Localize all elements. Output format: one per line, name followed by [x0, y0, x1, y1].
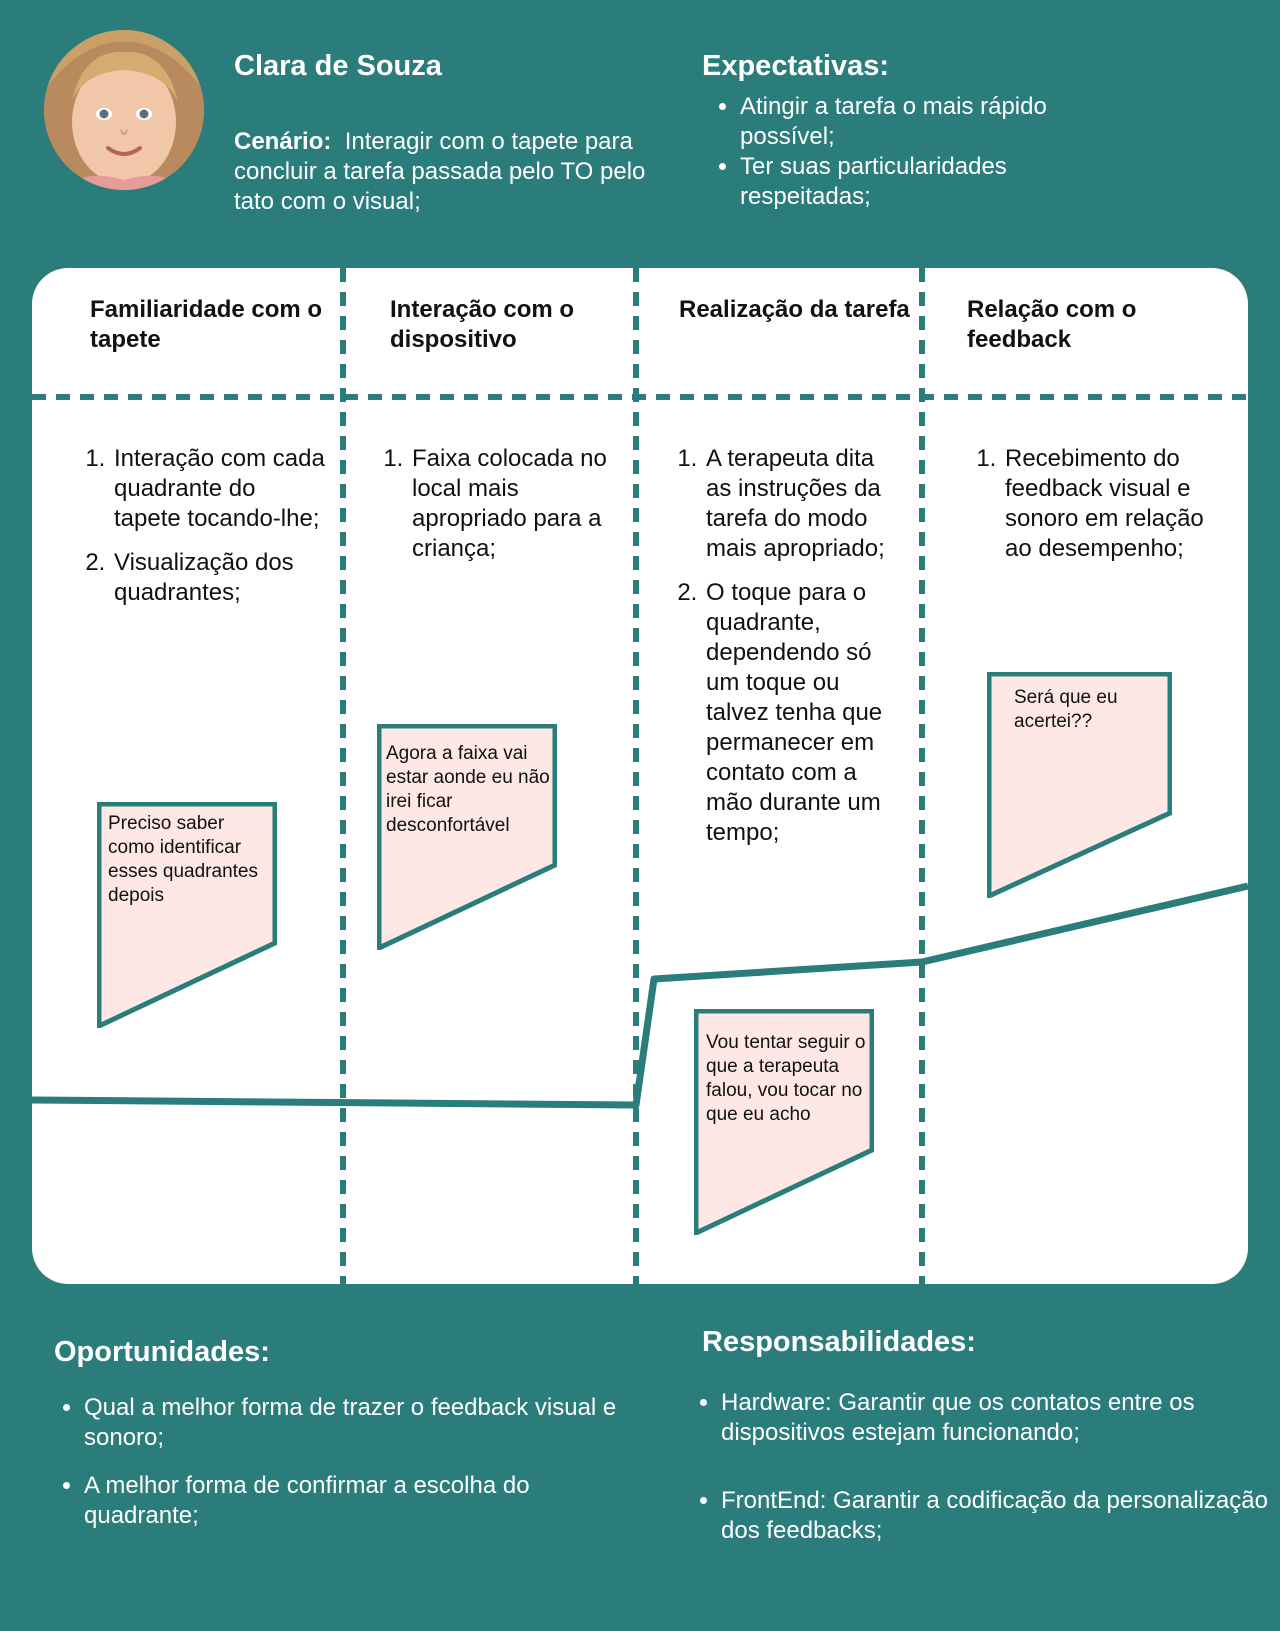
phase-steps: Interação com cada quadrante do tapete t… — [82, 444, 327, 622]
emotion-note: Vou tentar seguir o que a terapeuta falo… — [694, 1009, 874, 1235]
phase-step: Visualização dos quadrantes; — [112, 548, 327, 608]
note-text: Preciso saber como identificar esses qua… — [108, 813, 258, 906]
phase-step: Interação com cada quadrante do tapete t… — [112, 444, 327, 534]
persona-avatar — [44, 30, 204, 190]
expectations-title: Expectativas: — [702, 50, 889, 82]
phase-title: Familiaridade com o tapete — [90, 296, 323, 353]
emotion-note: Será que eu acertei?? — [987, 672, 1172, 898]
phase-step: A terapeuta dita as instruções da tarefa… — [704, 444, 904, 564]
expectation-item: Atingir a tarefa o mais rápido possível; — [740, 92, 1140, 152]
responsibility-item: FrontEnd: Garantir a codificação da pers… — [721, 1486, 1280, 1546]
emotion-note: Agora a faixa vai estar aonde eu não ire… — [377, 724, 557, 950]
responsibilities-list: Hardware: Garantir que os contatos entre… — [691, 1388, 1280, 1564]
phase-steps: Faixa colocada no local mais apropriado … — [380, 444, 620, 578]
phase-steps: A terapeuta dita as instruções da tarefa… — [674, 444, 904, 862]
note-text: Agora a faixa vai estar aonde eu não ire… — [386, 743, 550, 836]
opportunity-item: A melhor forma de confirmar a escolha do… — [84, 1471, 624, 1531]
note-text: Será que eu acertei?? — [1014, 687, 1118, 732]
phase-step: O toque para o quadrante, dependendo só … — [704, 578, 904, 848]
child-face-icon — [44, 30, 204, 190]
responsibility-item: Hardware: Garantir que os contatos entre… — [721, 1388, 1280, 1448]
phase-title: Interação com o dispositivo — [390, 296, 575, 353]
expectations-list: Atingir a tarefa o mais rápido possível;… — [702, 92, 1140, 212]
journey-grid — [32, 268, 1248, 1284]
scenario-text: Interagir com o tapete para concluir a t… — [234, 128, 646, 215]
expectation-item: Ter suas particularidades respeitadas; — [740, 152, 1140, 212]
emotion-curve — [32, 882, 1248, 1109]
phase-title: Relação com o feedback — [967, 296, 1137, 353]
persona-scenario: Cenário: Interagir com o tapete para con… — [234, 127, 654, 217]
opportunities-title: Oportunidades: — [54, 1336, 270, 1368]
scenario-label: Cenário: — [234, 128, 332, 155]
note-text: Vou tentar seguir o que a terapeuta falo… — [706, 1032, 866, 1125]
persona-name: Clara de Souza — [234, 50, 442, 82]
journey-board: Familiaridade com o tapete Interação com… — [32, 268, 1248, 1284]
phase-step: Recebimento do feedback visual e sonoro … — [1003, 444, 1213, 564]
opportunity-item: Qual a melhor forma de trazer o feedback… — [84, 1393, 624, 1453]
phase-step: Faixa colocada no local mais apropriado … — [410, 444, 620, 564]
emotion-note: Preciso saber como identificar esses qua… — [97, 802, 277, 1028]
responsibilities-title: Responsabilidades: — [702, 1326, 976, 1358]
opportunities-list: Qual a melhor forma de trazer o feedback… — [54, 1393, 624, 1549]
phase-steps: Recebimento do feedback visual e sonoro … — [973, 444, 1213, 578]
phase-title: Realização da tarefa — [679, 296, 910, 323]
